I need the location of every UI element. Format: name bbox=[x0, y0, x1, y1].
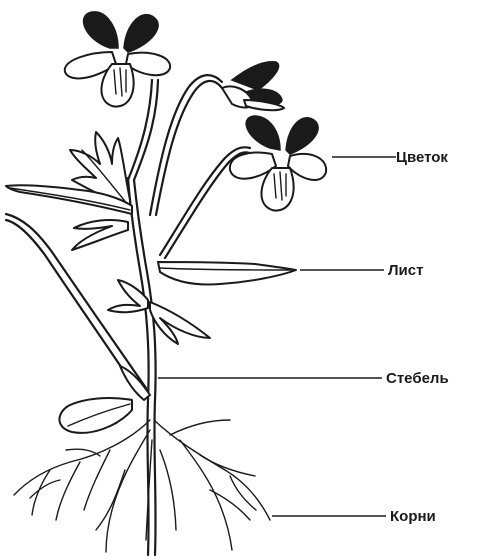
flower-side bbox=[222, 62, 284, 110]
label-flower: Цветок bbox=[396, 149, 448, 166]
flower-right bbox=[230, 116, 326, 211]
label-leaf: Лист bbox=[388, 262, 423, 279]
label-stem: Стебель bbox=[386, 370, 449, 387]
flower-top bbox=[65, 12, 170, 107]
roots bbox=[14, 420, 270, 552]
label-roots: Корни bbox=[390, 508, 436, 525]
stem bbox=[6, 178, 156, 555]
